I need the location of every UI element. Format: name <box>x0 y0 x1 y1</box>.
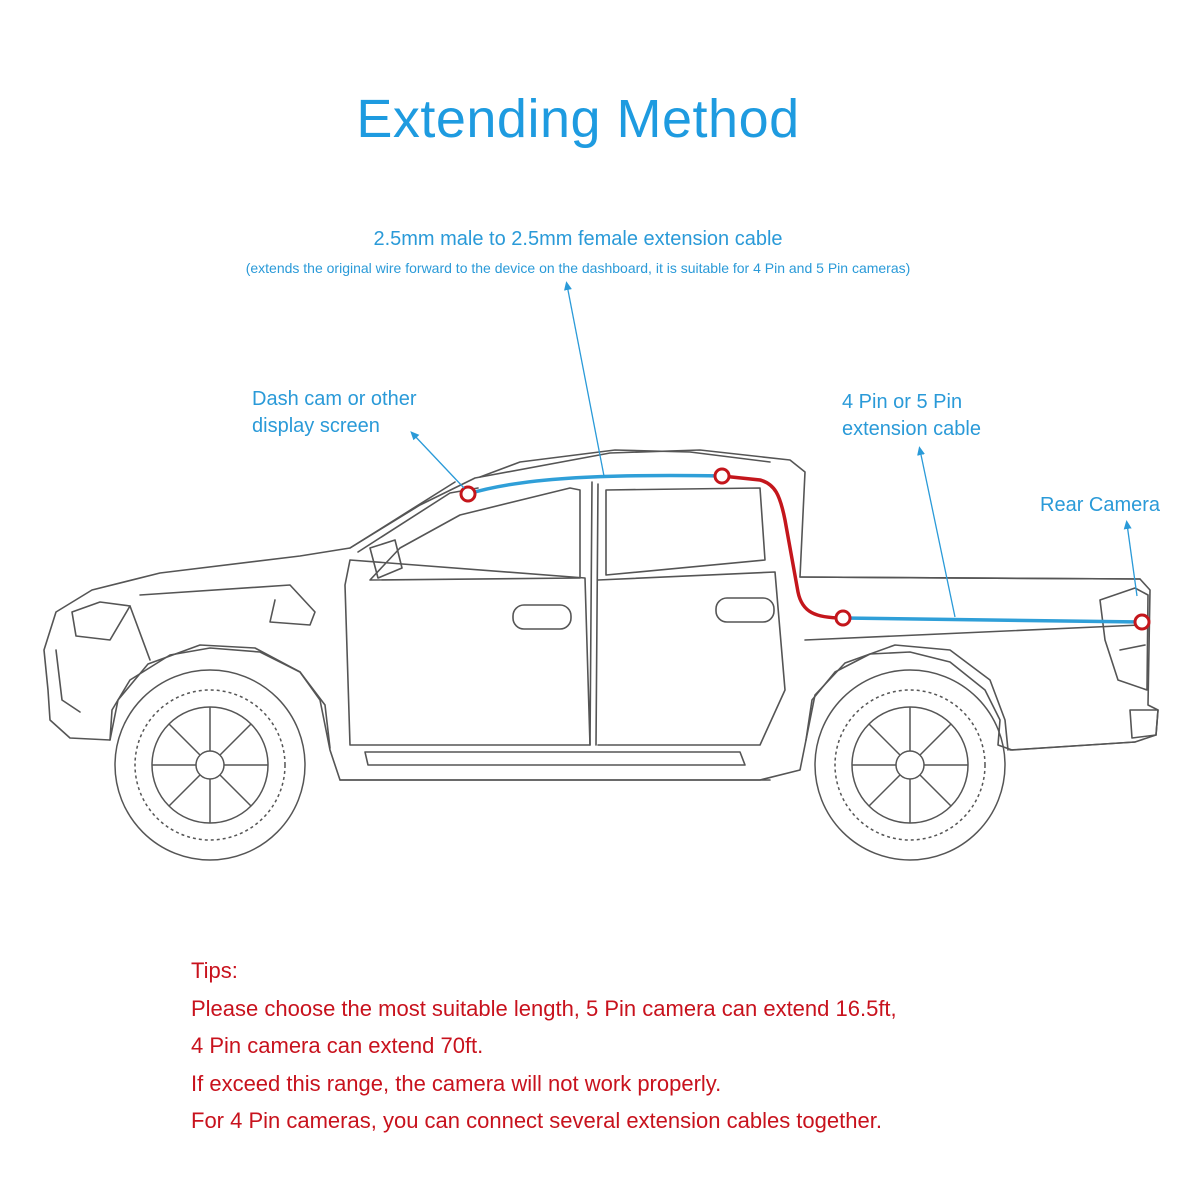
diagram-title: Extending Method <box>356 89 800 149</box>
front-wheel <box>114 669 306 861</box>
connection-dash-cam <box>459 485 477 503</box>
tips-line: If exceed this range, the camera will no… <box>191 1070 722 1096</box>
connection-roof <box>713 467 731 485</box>
pin-cable-label: 4 Pin or 5 Pin extension cable <box>842 389 981 443</box>
pin-cable-label-line1: 4 Pin or 5 Pin <box>842 391 963 413</box>
tips-heading: Tips: <box>191 958 238 983</box>
pin-cable-label-line2: extension cable <box>842 418 981 440</box>
connection-rear-camera <box>1133 613 1151 631</box>
tips-block: Tips: Please choose the most suitable le… <box>191 952 897 1140</box>
extension-cable-note: (extends the original wire forward to th… <box>245 260 911 276</box>
tips-line: Please choose the most suitable length, … <box>191 995 897 1021</box>
pickup-truck-outline <box>43 449 1159 781</box>
dash-cam-label-line2: display screen <box>252 415 380 437</box>
dash-cam-label: Dash cam or other display screen <box>252 386 417 440</box>
rear-camera-label: Rear Camera <box>1040 494 1161 516</box>
camera-wire <box>721 474 844 620</box>
connection-bed <box>834 609 852 627</box>
dash-cam-label-line1: Dash cam or other <box>252 388 417 410</box>
arrow-dash-cam <box>410 431 465 489</box>
arrow-extension-cable <box>564 281 605 477</box>
extension-cable-wire <box>467 473 723 496</box>
tips-line: 4 Pin camera can extend 70ft. <box>191 1033 484 1058</box>
rear-wheel <box>814 669 1006 861</box>
tips-line: For 4 Pin cameras, you can connect sever… <box>191 1108 882 1133</box>
arrow-pin-cable <box>917 446 956 618</box>
pin-cable-wire <box>842 616 1143 624</box>
arrow-rear-camera <box>1123 520 1138 597</box>
extension-cable-label: 2.5mm male to 2.5mm female extension cab… <box>373 228 783 250</box>
